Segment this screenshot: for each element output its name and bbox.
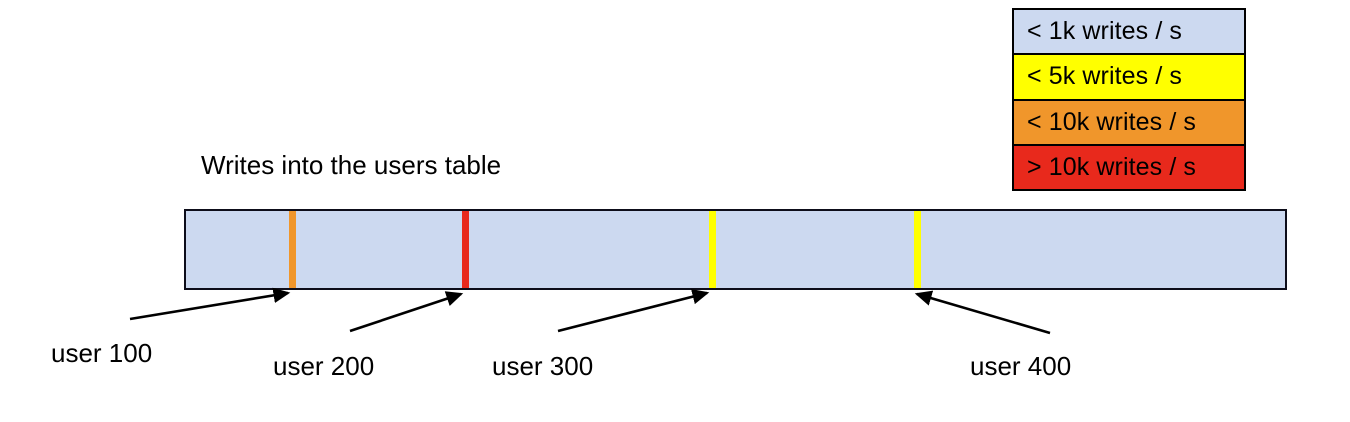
- bar-base-fill: [186, 211, 1285, 288]
- legend-label-lt-1k: < 1k writes / s: [1027, 17, 1183, 46]
- users-table-bar: [184, 209, 1287, 290]
- legend-label-lt-5k: < 5k writes / s: [1027, 62, 1183, 91]
- arrow-line-user-300: [557, 289, 710, 333]
- arrow-line-user-200: [349, 291, 464, 333]
- legend-row-lt-5k: < 5k writes / s: [1014, 55, 1244, 101]
- legend-label-gt-10k: > 10k writes / s: [1027, 152, 1197, 181]
- band-user-400: [914, 211, 921, 288]
- legend-row-gt-10k: > 10k writes / s: [1014, 145, 1244, 189]
- write-rate-legend: < 1k writes / s < 5k writes / s < 10k wr…: [1012, 8, 1246, 191]
- callout-label-user-300: user 300: [492, 351, 594, 381]
- band-user-100: [289, 211, 296, 288]
- chart-title: Writes into the users table: [201, 150, 502, 180]
- legend-row-lt-1k: < 1k writes / s: [1014, 10, 1244, 56]
- legend-label-lt-10k: < 10k writes / s: [1027, 107, 1197, 136]
- callout-label-user-200: user 200: [273, 351, 375, 381]
- arrow-line-user-400: [914, 290, 1051, 335]
- callout-label-user-400: user 400: [970, 351, 1072, 381]
- arrow-line-user-100: [129, 287, 291, 321]
- callout-label-user-100: user 100: [51, 338, 153, 368]
- band-user-300: [709, 211, 716, 288]
- legend-row-lt-10k: < 10k writes / s: [1014, 100, 1244, 146]
- band-user-200: [462, 211, 469, 288]
